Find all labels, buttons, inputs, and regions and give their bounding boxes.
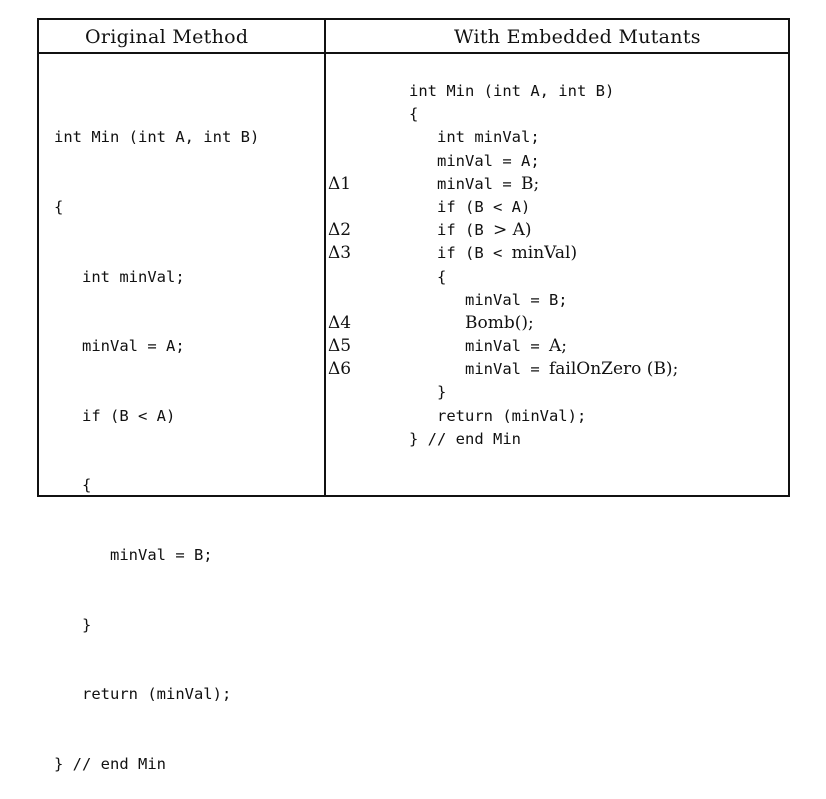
code-line: minVal = failOnZero (B); (409, 358, 678, 381)
code-line: return (minVal); (54, 685, 232, 704)
code-line: minVal = A; (409, 150, 678, 173)
code-line: { (54, 476, 92, 495)
code-text (409, 314, 465, 332)
mutant-marker: Δ6 (328, 359, 352, 380)
code-text: minVal = B; (409, 290, 568, 309)
code-line: } // end Min (409, 428, 678, 451)
mutated-code-text: A; (548, 336, 567, 357)
code-line: if (B < A) (54, 406, 176, 425)
code-line: { (409, 266, 678, 289)
code-line: } (54, 615, 92, 634)
code-line: minVal = B; (54, 545, 213, 564)
code-text: if (B < (409, 244, 512, 263)
code-line: minVal = B; (409, 289, 678, 312)
code-line: } (409, 381, 678, 404)
code-line: int Min (int A, int B) (409, 80, 678, 103)
code-line: minVal = A; (54, 337, 185, 356)
code-line: minVal = B; (409, 173, 678, 196)
code-line: { (54, 198, 64, 216)
mutated-code-text: B; (520, 173, 540, 194)
mutant-marker: Δ2 (328, 220, 352, 241)
mutant-method-code: int Min (int A, int B) { int minVal; minV… (409, 80, 678, 451)
code-text: int minVal; (409, 128, 540, 147)
code-text: if (B < A) (409, 197, 531, 216)
column-divider (324, 20, 326, 495)
header-rule (39, 52, 788, 54)
code-comparison-table: Original Method With Embedded Mutants (37, 18, 790, 497)
mutated-code-text: minVal) (511, 243, 578, 264)
mutant-marker: Δ3 (328, 243, 352, 264)
code-text: { (409, 105, 419, 124)
code-line: Bomb(); (409, 312, 678, 335)
mutant-marker: Δ4 (328, 313, 352, 333)
code-line: int minVal; (409, 126, 678, 149)
code-line: return (minVal); (409, 405, 678, 428)
code-text: return (minVal); (409, 406, 587, 425)
code-line: if (B < A) (409, 196, 678, 219)
mutated-code-text: Bomb(); (465, 312, 534, 333)
mutated-code-text: > A) (493, 220, 532, 241)
code-line: if (B < minVal) (409, 242, 678, 265)
code-text: { (409, 267, 447, 286)
code-text: int Min (int A, int B) (409, 82, 615, 100)
original-method-code: int Min (int A, int B) { int minVal; min… (54, 80, 259, 799)
mutant-marker: Δ5 (328, 336, 352, 357)
code-line: { (409, 103, 678, 126)
code-line: if (B > A) (409, 219, 678, 242)
mutated-code-text: failOnZero (B); (548, 359, 679, 380)
code-text: } // end Min (409, 429, 521, 448)
code-line: minVal = A; (409, 335, 678, 358)
code-text: minVal = (409, 174, 521, 193)
mutant-marker: Δ1 (328, 173, 352, 194)
embedded-mutants-header: With Embedded Mutants (454, 26, 701, 48)
code-text: minVal = (409, 337, 549, 356)
code-text: if (B (409, 221, 493, 240)
code-text: minVal = A; (409, 151, 540, 170)
code-text: minVal = (409, 360, 549, 379)
code-line: } // end Min (54, 754, 166, 773)
original-method-header: Original Method (85, 26, 249, 48)
code-line: int minVal; (54, 267, 185, 286)
code-line: int Min (int A, int B) (54, 128, 260, 147)
code-text: } (409, 383, 447, 402)
